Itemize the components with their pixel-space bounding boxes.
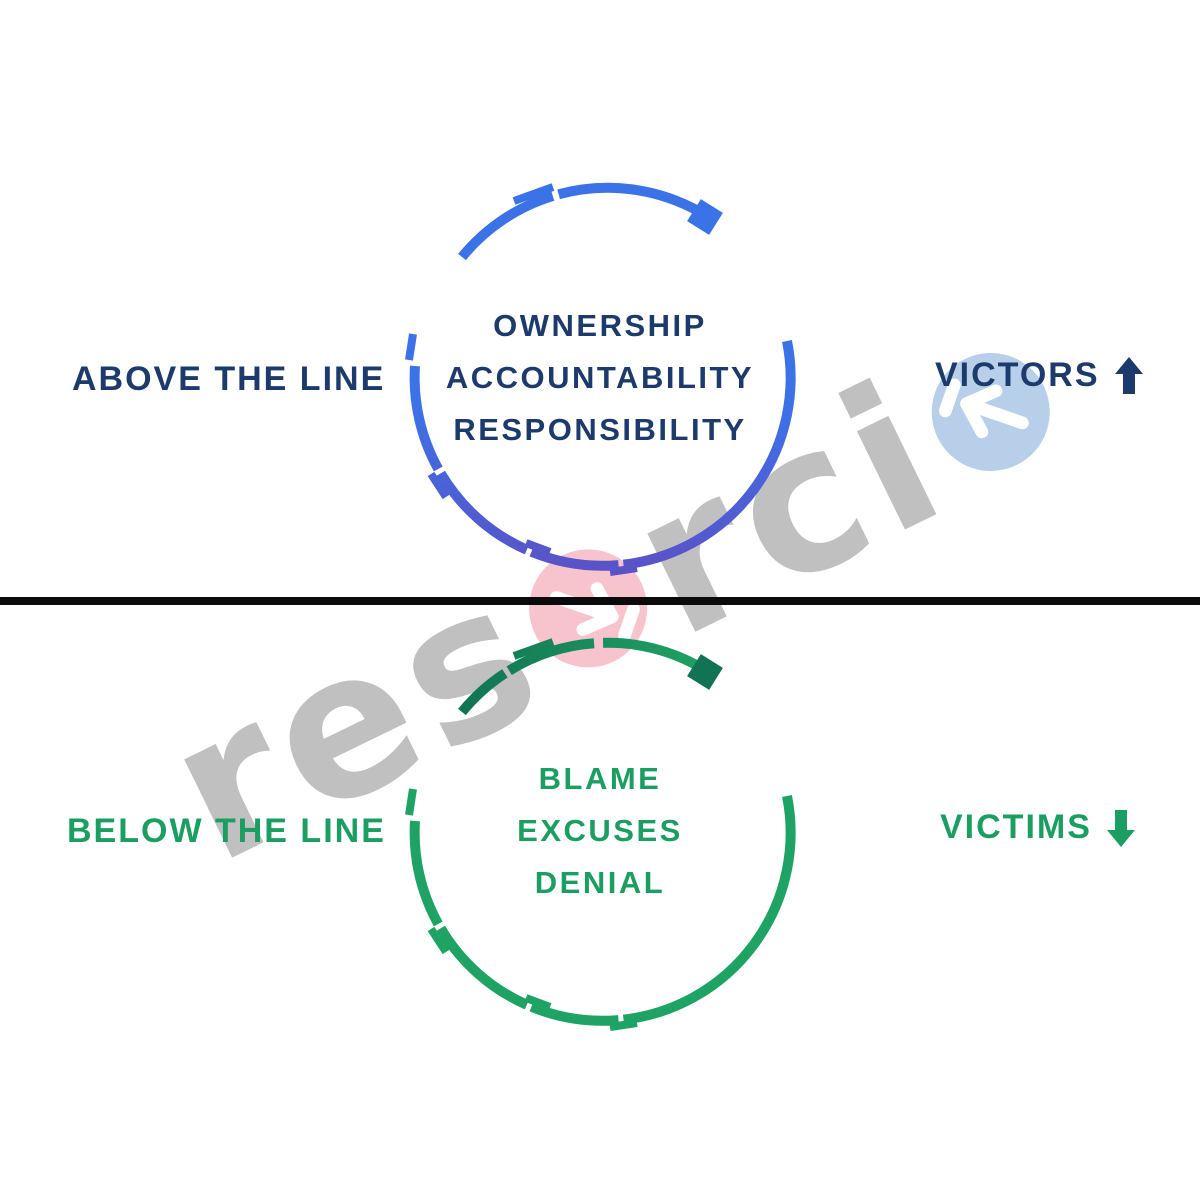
above-word-responsibility: RESPONSIBILITY (453, 412, 747, 447)
above-circle-sketch-ticks (405, 183, 638, 576)
above-the-line-label: ABOVE THE LINE (72, 360, 386, 398)
below-word-denial: DENIAL (534, 865, 666, 900)
below-circle-main-arc (409, 795, 796, 1026)
divider-line (0, 597, 1200, 605)
below-word-blame: BLAME (538, 761, 662, 796)
below-the-line-label: BELOW THE LINE (67, 812, 386, 850)
below-word-excuses: EXCUSES (517, 813, 683, 848)
below-circle-words: BLAME EXCUSES DENIAL (350, 753, 850, 909)
watermark-blue-circle (911, 333, 1070, 491)
above-word-accountability: ACCOUNTABILITY (445, 360, 755, 395)
below-circle-sketch-ticks (405, 638, 638, 1031)
below-circle-arrowhead (687, 654, 723, 690)
victims-label-group: VICTIMS (940, 808, 1136, 847)
above-circle-arrowhead (687, 199, 723, 235)
above-circle-top-arc (458, 182, 703, 261)
arrow-up-left-icon (939, 378, 1029, 439)
below-circle (405, 637, 796, 1031)
above-circle-words: OWNERSHIP ACCOUNTABILITY RESPONSIBILITY (350, 300, 850, 456)
down-arrow-icon (1106, 809, 1135, 847)
above-word-ownership: OWNERSHIP (493, 308, 707, 343)
victors-label: VICTORS (935, 356, 1100, 394)
below-circle-top-arc (458, 637, 703, 716)
victors-label-group: VICTORS (935, 356, 1144, 395)
above-circle-main-arc (409, 340, 796, 571)
above-circle (405, 182, 796, 576)
victims-label: VICTIMS (940, 808, 1092, 846)
watermark: res rci (135, 278, 1097, 912)
up-arrow-icon (1114, 356, 1143, 394)
